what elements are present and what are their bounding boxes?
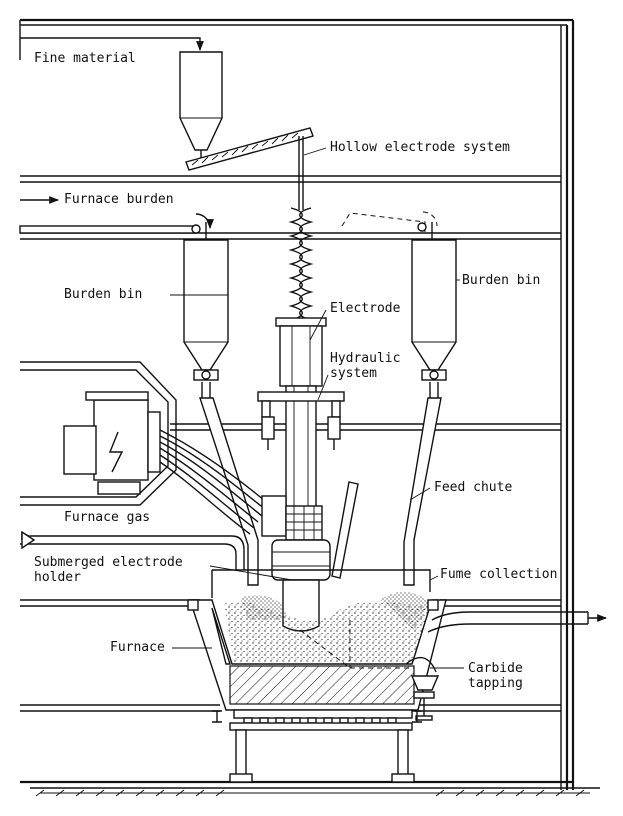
feed-chutes (199, 397, 442, 586)
burden-conveyor (19, 196, 438, 263)
label-feed-chute: Feed chute (434, 480, 513, 495)
bus-bars (159, 429, 323, 541)
transformer (20, 361, 177, 506)
label-furnace: Furnace (110, 640, 165, 655)
carbide-tapping (405, 656, 440, 721)
label-furnace-burden: Furnace burden (64, 192, 174, 207)
label-burden-bin-left: Burden bin (64, 287, 143, 302)
furnace-gas-pipe (20, 530, 245, 570)
furnace-support (212, 709, 422, 783)
electrode-column (275, 207, 327, 537)
label-fine-material: Fine material (34, 51, 136, 66)
label-carbide-tapping-line2: tapping (468, 676, 523, 691)
label-submerged-holder-line2: holder (34, 570, 81, 585)
building-frame (19, 18, 575, 790)
label-hydraulic-line1: Hydraulic (330, 351, 401, 366)
label-electrode: Electrode (330, 301, 401, 316)
furnace-body (187, 569, 447, 711)
burden-bin-left (183, 239, 229, 400)
label-carbide-tapping-line1: Carbide (468, 661, 523, 676)
label-hydraulic-line2: system (330, 366, 377, 381)
burden-bin-right (411, 239, 457, 400)
leader-lines (170, 147, 464, 669)
hydraulic-frame (257, 391, 345, 450)
label-furnace-gas: Furnace gas (64, 510, 151, 525)
floor-slabs (20, 175, 600, 794)
label-submerged-holder-line1: Submerged electrode (34, 555, 183, 570)
label-hollow-electrode-system: Hollow electrode system (330, 140, 511, 155)
screw-conveyor (185, 127, 314, 210)
label-fume-collection: Fume collection (440, 567, 558, 582)
fume-collection-pipe (427, 611, 607, 633)
fine-material-hopper (20, 37, 223, 162)
label-burden-bin-right: Burden bin (462, 273, 541, 288)
ground-hatch (35, 789, 585, 797)
